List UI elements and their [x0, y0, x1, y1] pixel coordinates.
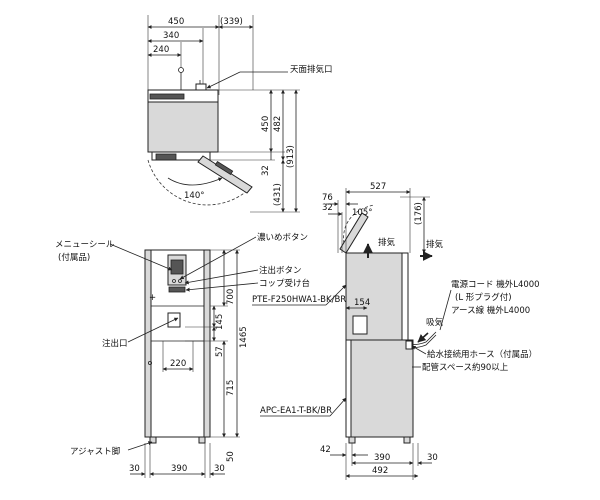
- label-water-hose: 給水接続用ホース（付属品）: [427, 349, 537, 360]
- front-view: + メニューシール (付属品) 注出口 アジャスト脚 濃いめボタン 注出ボタン …: [55, 232, 346, 478]
- dim-450-top: 450: [168, 17, 184, 27]
- label-cup-holder: コップ受け台: [259, 278, 310, 289]
- label-model-upper: PTE-F250HWA1-BK/BR: [252, 295, 346, 305]
- label-piping-space: 配管スペース約90以上: [422, 362, 509, 373]
- label-strong-button: 濃いめボタン: [257, 232, 308, 243]
- dim-50-front: 50: [226, 451, 236, 462]
- dim-30-front-right: 30: [214, 464, 225, 474]
- dim-390-front: 390: [171, 464, 187, 474]
- dim-339-top: (339): [220, 17, 243, 27]
- dim-482-vert: 482: [273, 116, 283, 132]
- dim-30-front-left: 30: [129, 464, 140, 474]
- dim-492: 492: [372, 466, 388, 476]
- dim-angle-140: 140°: [184, 191, 204, 201]
- dim-1465: 1465: [239, 326, 249, 348]
- label-menu-seal: メニューシール: [55, 240, 115, 250]
- dim-390-side: 390: [374, 453, 390, 463]
- label-earth-wire: アース線 機外L4000: [451, 305, 530, 316]
- dim-42: 42: [320, 445, 331, 455]
- label-exhaust-1: 排気: [378, 237, 396, 248]
- dim-527: 527: [370, 182, 386, 192]
- dim-145: 145: [215, 314, 225, 330]
- dim-154: 154: [354, 298, 370, 308]
- label-model-lower: APC-EA1-T-BK/BR: [260, 406, 332, 416]
- label-intake: 吸気: [426, 317, 444, 328]
- label-menu-seal-note: (付属品): [58, 252, 90, 263]
- dim-240-top: 240: [153, 45, 169, 55]
- dim-105: 105°: [352, 208, 372, 218]
- svg-text:+: +: [149, 293, 156, 303]
- dim-76: 76: [322, 193, 333, 203]
- dim-32-side: 32: [322, 203, 333, 213]
- label-pour-button: 注出ボタン: [259, 265, 302, 276]
- label-adjuster: アジャスト脚: [70, 446, 120, 457]
- dim-450-vert: 450: [261, 116, 271, 132]
- side-view-cabinet: [345, 339, 414, 438]
- dim-913-vert: (913): [286, 145, 296, 168]
- dim-30-side: 30: [427, 453, 438, 463]
- label-top-exhaust: 天面排気口: [290, 64, 333, 75]
- dim-176: (176): [414, 202, 424, 225]
- dim-715: 715: [226, 380, 236, 396]
- label-spout: 注出口: [102, 338, 128, 349]
- dim-220: 220: [170, 359, 186, 369]
- dim-32-vert: 32: [261, 165, 271, 176]
- top-view: 450 (339) 340 240 140° 天面排気口 450: [147, 15, 333, 213]
- label-power-cord: 電源コード 機外L4000: [451, 279, 540, 290]
- side-view: 排気 排気 吸気 527 76 32 105° (176) 154 電源コード …: [260, 182, 540, 480]
- label-plug-note: (L 形プラグ付): [455, 292, 512, 303]
- dim-57: 57: [215, 346, 225, 357]
- dim-340-top: 340: [163, 31, 179, 41]
- label-exhaust-2: 排気: [426, 239, 444, 250]
- dim-431-vert: (431): [273, 183, 283, 206]
- dim-700: 700: [226, 289, 236, 305]
